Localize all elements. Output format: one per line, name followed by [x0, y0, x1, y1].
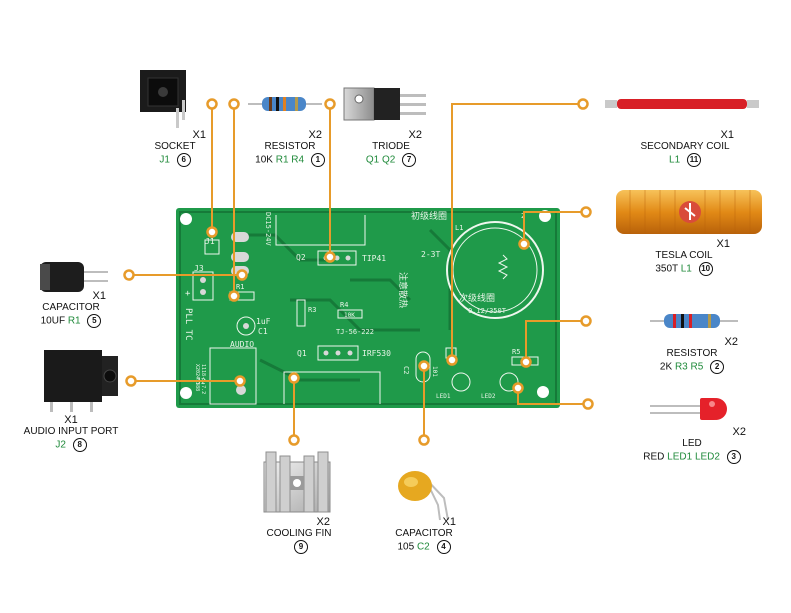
heatsink-icon	[263, 451, 331, 513]
silk-audio: AUDIO	[230, 340, 254, 349]
silk-r1: R1	[236, 283, 244, 291]
silk-secondary-spec: 0.12/350T	[468, 307, 507, 315]
ref-r1-r4: R1 R4	[275, 154, 305, 166]
silk-tj: TJ-56-222	[336, 328, 374, 336]
ref-c2: C2	[416, 541, 430, 553]
leader-resistor-2k	[525, 320, 586, 362]
callout-number: 2	[710, 360, 725, 374]
ref-l1: L1	[680, 263, 692, 275]
resistor-icon	[248, 97, 322, 111]
label-triode: X2 TRIODE Q1 Q2 7	[365, 129, 422, 167]
ref-q1-q2: Q1 Q2	[365, 154, 396, 166]
ref-l1: L1	[669, 154, 681, 166]
callout-number: 1	[310, 153, 325, 167]
silk-date2: 1118-2-7.2	[200, 364, 206, 394]
silk-warning: 注意散热	[397, 272, 409, 308]
silk-irf: IRF530	[362, 349, 391, 358]
callout-number: 10	[698, 262, 713, 276]
label-capacitor-10uf: X1 CAPACITOR 10UF R1 5	[40, 290, 106, 328]
ref-j2: J2	[55, 439, 66, 451]
callout-number: 8	[72, 438, 87, 452]
silk-led2: LED2	[481, 393, 496, 400]
silk-c1: C1	[258, 327, 268, 336]
wire-icon	[605, 99, 759, 109]
silk-pll: PLL TC	[183, 308, 193, 341]
silk-l1: L1	[455, 224, 463, 232]
silk-primary: 初级线圈	[411, 210, 447, 222]
leader-dots	[123, 98, 594, 446]
callout-number: 9	[294, 540, 308, 554]
label-led: X2 LED RED LED1 LED2 3	[643, 426, 746, 464]
silk-tip41: TIP41	[362, 254, 386, 263]
mount-hole	[180, 213, 192, 225]
tesla-coil-icon	[616, 190, 762, 234]
resistor-icon	[650, 314, 738, 328]
silk-j3: J3	[194, 264, 204, 273]
label-capacitor-105: X1 CAPACITOR 105 C2 4	[395, 516, 456, 554]
silk-dc: DC15-24V	[264, 212, 272, 247]
callout-number: 7	[402, 153, 417, 167]
ceramic-capacitor-icon	[398, 471, 449, 521]
label-tesla-coil: X1 TESLA COIL 350T L1 10	[655, 238, 730, 276]
callout-number: 5	[87, 314, 102, 328]
ref-j1: J1	[159, 154, 170, 166]
callout-number: 6	[176, 153, 191, 167]
ref-led1-led2: LED1 LED2	[667, 451, 720, 463]
silk-date: X20249388	[194, 364, 200, 391]
silk-j1: J1	[205, 237, 215, 246]
ref-r1: R1	[67, 315, 81, 327]
silk-101: 101	[431, 366, 438, 377]
label-audio-port: X1 AUDIO INPUT PORT J2 8	[23, 414, 119, 452]
label-secondary-coil: X1 SECONDARY COIL L1 11	[640, 129, 734, 167]
dc-socket-icon	[140, 70, 186, 128]
mount-hole	[180, 387, 192, 399]
ref-r3-r5: R3 R5	[674, 361, 704, 373]
transistor-icon	[343, 87, 426, 121]
silk-secondary: 次级线圈	[459, 292, 495, 304]
label-resistor-2k: X2 RESISTOR 2K R3 R5 2	[659, 336, 738, 374]
silk-q2: Q2	[296, 253, 306, 262]
silk-r4: R4	[340, 301, 348, 309]
silk-c2: C2	[402, 366, 410, 374]
label-resistor-10k: X2 RESISTOR 10K R1 R4 1	[248, 129, 332, 167]
leader-lines	[129, 103, 588, 440]
silk-c1-value: 1uF	[256, 317, 271, 326]
label-socket: X1 SOCKET J1 6	[154, 129, 206, 167]
silk-turns-primary: 2-3T	[421, 250, 440, 259]
callout-number: 4	[436, 540, 451, 554]
silk-q1: Q1	[297, 349, 307, 358]
electrolytic-capacitor-icon	[40, 262, 108, 292]
audio-jack-icon	[44, 350, 118, 412]
leader-secondary-coil	[451, 103, 583, 360]
leader-tesla-coil	[523, 211, 586, 244]
mount-hole	[537, 386, 549, 398]
callout-number: 3	[726, 450, 741, 464]
silk-r5: R5	[512, 348, 520, 356]
silk-led1: LED1	[436, 393, 451, 400]
label-cooling-fin: X2 COOLING FIN 9	[254, 516, 344, 554]
silk-plus: +	[185, 289, 191, 299]
pcb-board	[176, 208, 560, 408]
silk-r4-value: 10K	[344, 312, 355, 319]
callout-number: 11	[686, 153, 701, 167]
silk-r3: R3	[308, 306, 316, 314]
led-icon	[650, 398, 727, 420]
